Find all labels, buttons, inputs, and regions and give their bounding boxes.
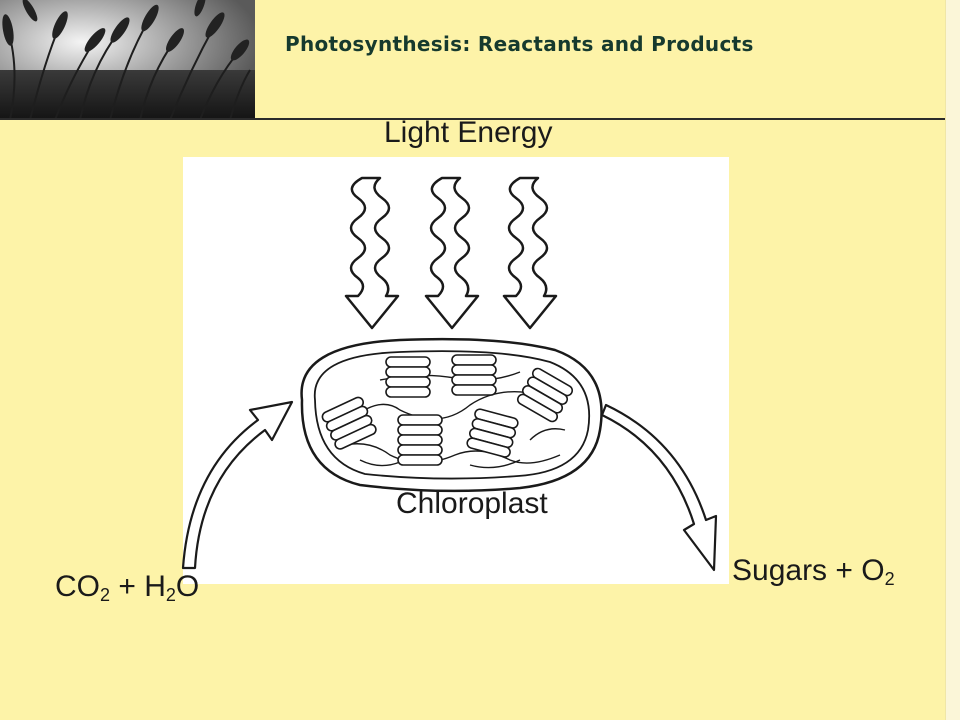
reactants-label: CO2 + H2O [55,570,200,605]
curved-arrow-icon [600,403,718,572]
wheat-field-photo [0,0,255,120]
products-label: Sugars + O2 [732,554,895,589]
curved-arrow-icon [181,400,294,570]
chloroplast-label: Chloroplast [396,487,548,520]
light-energy-label: Light Energy [384,116,553,149]
slide-edge [945,0,960,720]
light-arrow-icon [344,176,558,330]
header-divider [0,118,960,120]
slide-title: Photosynthesis: Reactants and Products [285,32,754,56]
chloroplast-drawing [300,337,603,493]
